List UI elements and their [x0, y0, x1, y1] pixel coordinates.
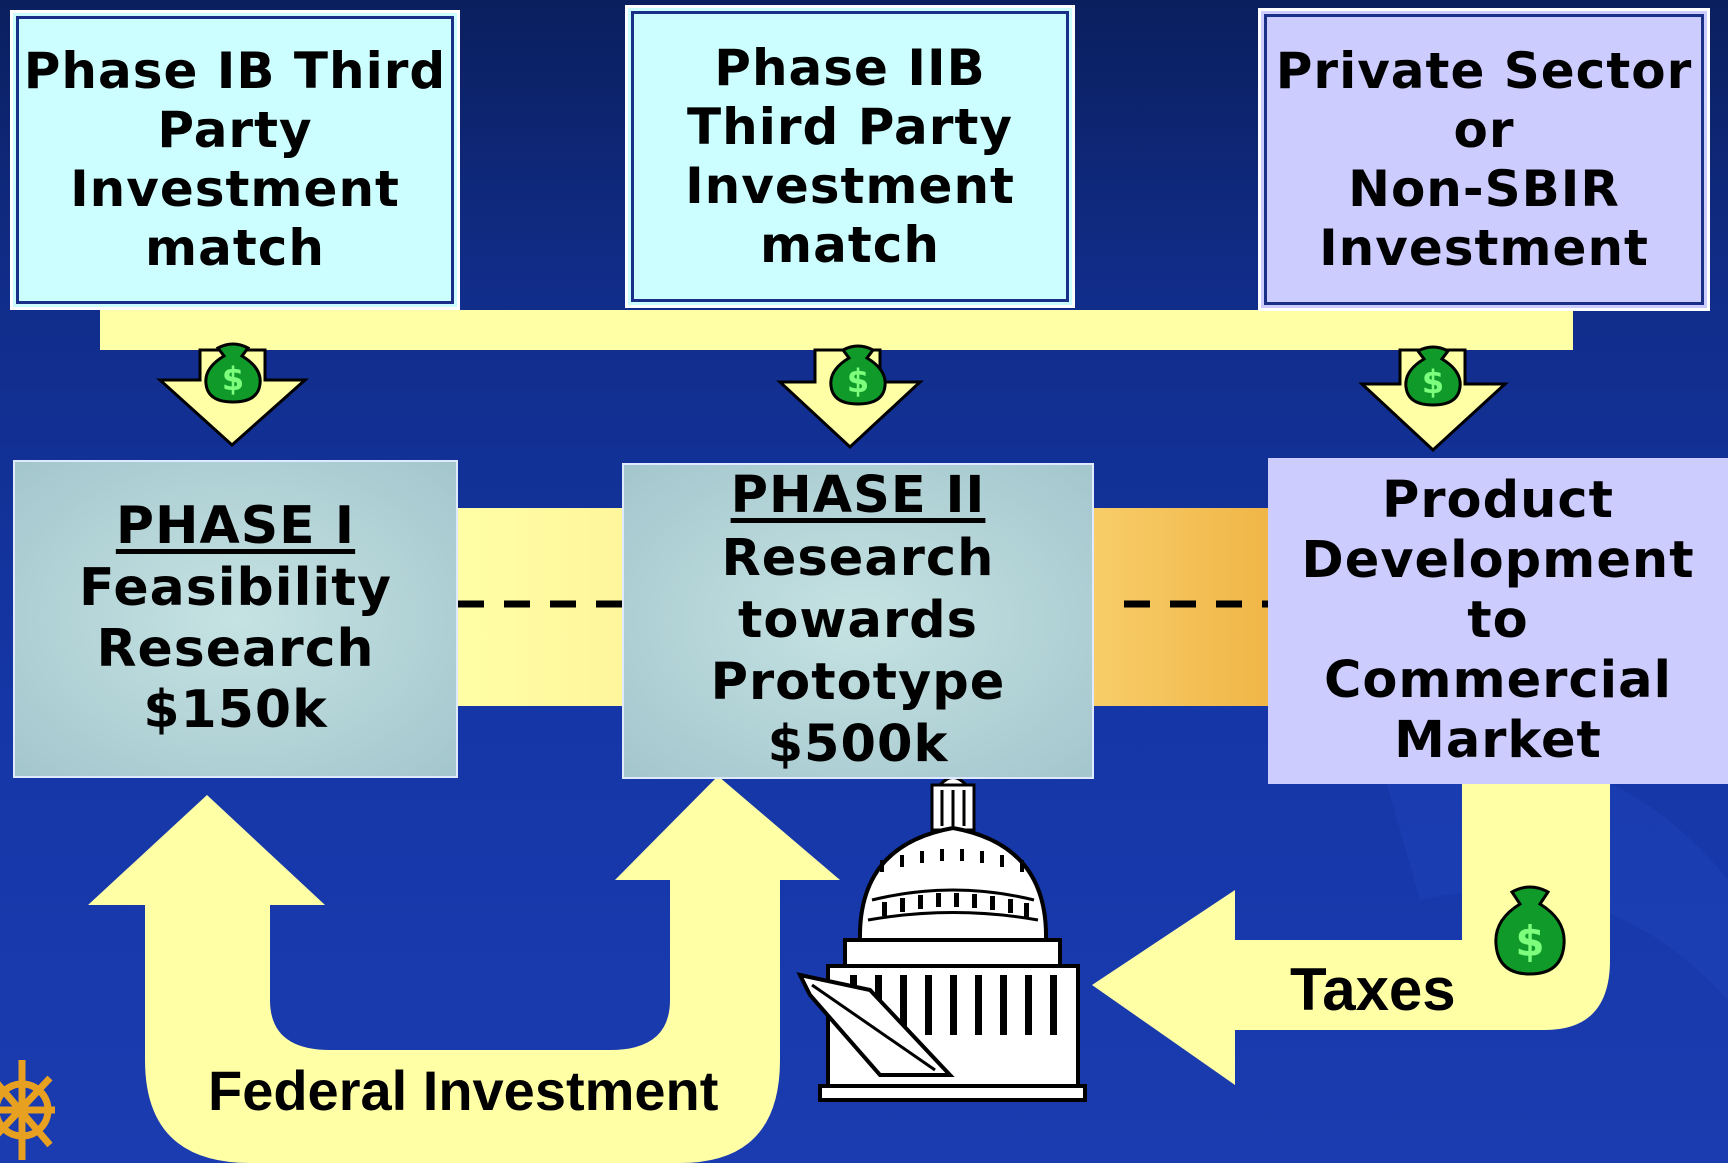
phase-i-heading: PHASE I: [115, 496, 356, 557]
phase-i-box: PHASE I Feasibility Research $150k: [13, 460, 458, 778]
money-bag-icon: $: [1404, 345, 1462, 407]
phase-iib-line: Third Party: [687, 97, 1013, 156]
phase-ii-line: $500k: [767, 715, 949, 775]
commercial-line: Development to: [1301, 530, 1695, 650]
private-sector-investment-box: Private Sector or Non-SBIR Investment: [1258, 8, 1710, 311]
phase-ib-investment-box: Phase IB Third Party Investment match: [10, 10, 460, 310]
federal-investment-arrow: [88, 776, 840, 1163]
phase-ib-line: Phase IB Third: [23, 42, 447, 100]
funding-bar: [100, 310, 1573, 350]
taxes-label: Taxes: [1290, 956, 1456, 1023]
phase-i-line: Research: [96, 619, 375, 679]
phase-ii-line: Research: [721, 528, 995, 588]
phase-i-line: Feasibility: [79, 557, 392, 618]
commercial-market-box: Product Development to Commercial Market: [1268, 458, 1728, 784]
money-bag-icon: $: [204, 342, 262, 404]
federal-investment-label: Federal Investment: [208, 1059, 719, 1122]
money-bag-icon: $: [1494, 885, 1566, 976]
private-sector-line: Non-SBIR: [1348, 159, 1620, 218]
svg-text:$: $: [1515, 917, 1544, 966]
commercial-line: Commercial: [1323, 651, 1673, 711]
private-sector-line: or: [1453, 100, 1515, 159]
phase-iib-investment-box: Phase IIB Third Party Investment match: [625, 5, 1075, 308]
capitol-building-icon: [796, 776, 1087, 1102]
phase-i-line: $150k: [143, 680, 328, 741]
money-bag-icon: $: [829, 344, 887, 406]
svg-text:$: $: [222, 360, 244, 398]
phase-iib-line: match: [760, 215, 940, 274]
phase-iib-line: Phase IIB: [714, 38, 986, 97]
svg-text:$: $: [1422, 363, 1444, 401]
taxes-arrow: [1092, 784, 1610, 1085]
phase-ib-line: Party: [157, 101, 313, 159]
phase-ib-line: Investment: [70, 160, 400, 218]
private-sector-line: Investment: [1319, 218, 1649, 277]
svg-text:$: $: [847, 362, 869, 400]
phase-ii-line: towards: [738, 590, 978, 650]
phase-iib-line: Investment: [685, 156, 1015, 215]
phase-ii-line: Prototype: [710, 653, 1006, 713]
private-sector-line: Private Sector: [1275, 41, 1693, 100]
commercial-line: Product: [1382, 470, 1614, 530]
commercial-line: Market: [1394, 711, 1602, 771]
phase-ii-box: PHASE II Research towards Prototype $500…: [622, 463, 1094, 779]
phase-ib-line: match: [145, 219, 325, 277]
gold-star-icon: [0, 1060, 55, 1160]
phase-ii-heading: PHASE II: [730, 466, 986, 526]
